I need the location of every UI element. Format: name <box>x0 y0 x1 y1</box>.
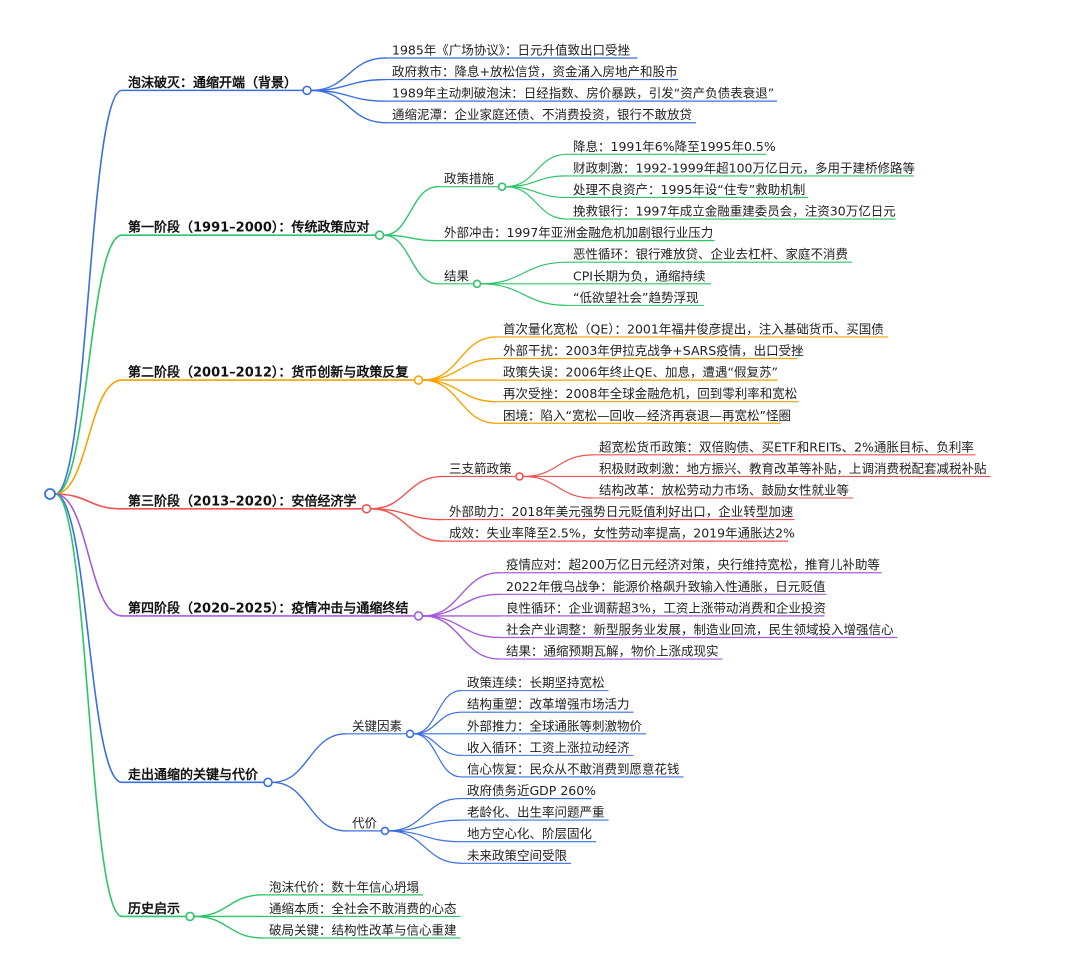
branch-label-0: 泡沫破灭：通缩开端（背景） <box>128 75 297 91</box>
leaf-label: 外部推力：全球通胀等刺激物价 <box>467 718 643 733</box>
leaf-label: 疫情应对：超200万亿日元经济对策，央行维持宽松，推育儿补助等 <box>506 557 880 572</box>
leaf-label: 政策失误：2006年终止QE、加息，遭遇“假复苏” <box>503 365 778 380</box>
node-collapse-icon[interactable] <box>263 777 273 788</box>
leaf-label: 1985年《广场协议》：日元升值致出口受挫 <box>392 43 631 58</box>
branch-label-3: 第三阶段（2013–2020）：安倍经济学 <box>128 493 356 509</box>
subtopic-label: 关键因素 <box>352 718 402 733</box>
leaf-label: 老龄化、出生率问题严重 <box>467 805 605 820</box>
branch-label-5: 走出通缩的关键与代价 <box>128 767 259 783</box>
node-collapse-icon[interactable] <box>185 911 195 922</box>
leaf-label: 结果：通缩预期瓦解，物价上涨成现实 <box>506 644 719 659</box>
leaf-label: “低欲望社会”趋势浮现 <box>573 290 698 305</box>
leaf-label: 处理不良资产：1995年设“住专”救助机制 <box>573 182 805 197</box>
leaf-label: 成效：失业率降至2.5%，女性劳动率提高，2019年通胀达2% <box>449 526 795 541</box>
leaf-label: 首次量化宽松（QE）：2001年福井俊彦提出，注入基础货币、买国债 <box>503 321 884 336</box>
leaf-label: 社会产业调整：新型服务业发展，制造业回流，民生领域投入增强信心 <box>506 622 894 637</box>
leaf-label: 收入循环：工资上涨拉动经济 <box>467 740 630 755</box>
node-collapse-icon[interactable] <box>380 826 390 836</box>
node-collapse-icon[interactable] <box>472 279 482 289</box>
leaf-label: CPI长期为负，通缩持续 <box>573 268 705 283</box>
leaf-label: 政策连续：长期坚持宽松 <box>467 675 605 690</box>
node-collapse-icon[interactable] <box>413 611 424 621</box>
leaf-label: 破局关键：结构性改革与信心重建 <box>269 923 457 938</box>
subtopic-label: 代价 <box>352 815 378 830</box>
leaf-label: 超宽松货币政策：双倍购债、买ETF和REITs、2%通胀目标、负利率 <box>599 439 974 454</box>
leaf-label: 结构改革：放松劳动力市场、鼓励女性就业等 <box>599 483 849 498</box>
branch-label-6: 历史启示 <box>128 901 180 917</box>
node-collapse-icon[interactable] <box>302 85 312 96</box>
subtopic-label: 政策措施 <box>444 171 495 186</box>
leaf-label: 积极财政刺激：地方振兴、教育改革等补贴，上调消费税配套减税补贴 <box>599 461 987 476</box>
leaf-label: 通缩泥潭：企业家庭还债、不消费投资，银行不敢放贷 <box>392 107 692 122</box>
leaf-label: 1989年主动刺破泡沫：日经指数、房价暴跌，引发“资产负债表衰退” <box>392 86 774 101</box>
leaf-label: 泡沫代价：数十年信心坍塌 <box>269 879 419 894</box>
leaf-label: 外部冲击：1997年亚洲金融危机加剧银行业压力 <box>444 225 713 240</box>
leaf-label: 政府债务近GDP 260% <box>467 783 596 798</box>
root-node-icon[interactable] <box>44 488 56 500</box>
leaf-label: 外部干扰：2003年伊拉克战争+SARS疫情，出口受挫 <box>503 343 804 358</box>
leaf-label: 政府救市：降息+放松信贷，资金涌入房地产和股市 <box>392 64 677 79</box>
subtopic-label: 三支箭政策 <box>449 461 512 476</box>
branch-label-4: 第四阶段（2020–2025）：疫情冲击与通缩终结 <box>128 600 408 616</box>
branch-label-2: 第二阶段（2001–2012）：货币创新与政策反复 <box>128 365 409 381</box>
leaf-label: 恶性循环：银行难放贷、企业去杠杆、家庭不消费 <box>573 247 848 262</box>
subtopic-label: 结果 <box>444 268 470 283</box>
leaf-label: 信心恢复：民众从不敢消费到愿意花钱 <box>467 761 680 776</box>
leaf-label: 财政刺激：1992-1999年超100万亿日元，多用于建桥修路等 <box>573 160 915 175</box>
leaf-label: 降息：1991年6%降至1995年0.5% <box>573 139 776 154</box>
node-collapse-icon[interactable] <box>361 503 372 514</box>
leaf-label: 外部助力：2018年美元强势日元贬值利好出口，企业转型加速 <box>449 504 794 519</box>
leaf-label: 结构重塑：改革增强市场活力 <box>467 697 630 712</box>
node-collapse-icon[interactable] <box>405 729 415 739</box>
leaf-label: 地方空心化、阶层固化 <box>467 826 593 841</box>
leaf-label: 通缩本质：全社会不敢消费的心态 <box>269 901 457 916</box>
node-collapse-icon[interactable] <box>515 472 524 481</box>
node-collapse-icon[interactable] <box>374 230 385 241</box>
leaf-label: 再次受挫：2008年全球金融危机，回到零利率和宽松 <box>503 386 797 401</box>
node-collapse-icon[interactable] <box>413 375 424 385</box>
node-collapse-icon[interactable] <box>497 182 507 191</box>
leaf-label: 挽救银行：1997年成立金融重建委员会，注资30万亿日元 <box>573 204 896 219</box>
leaf-label: 2022年俄乌战争：能源价格飙升致输入性通胀，日元贬值 <box>506 579 825 594</box>
leaf-label: 未来政策空间受限 <box>467 848 568 863</box>
leaf-label: 困境：陷入“宽松—回收—经济再衰退—再宽松”怪圈 <box>503 408 791 423</box>
branch-label-1: 第一阶段（1991–2000）：传统政策应对 <box>128 220 369 236</box>
leaf-label: 良性循环：企业调薪超3%，工资上涨带动消费和企业投资 <box>506 600 826 615</box>
